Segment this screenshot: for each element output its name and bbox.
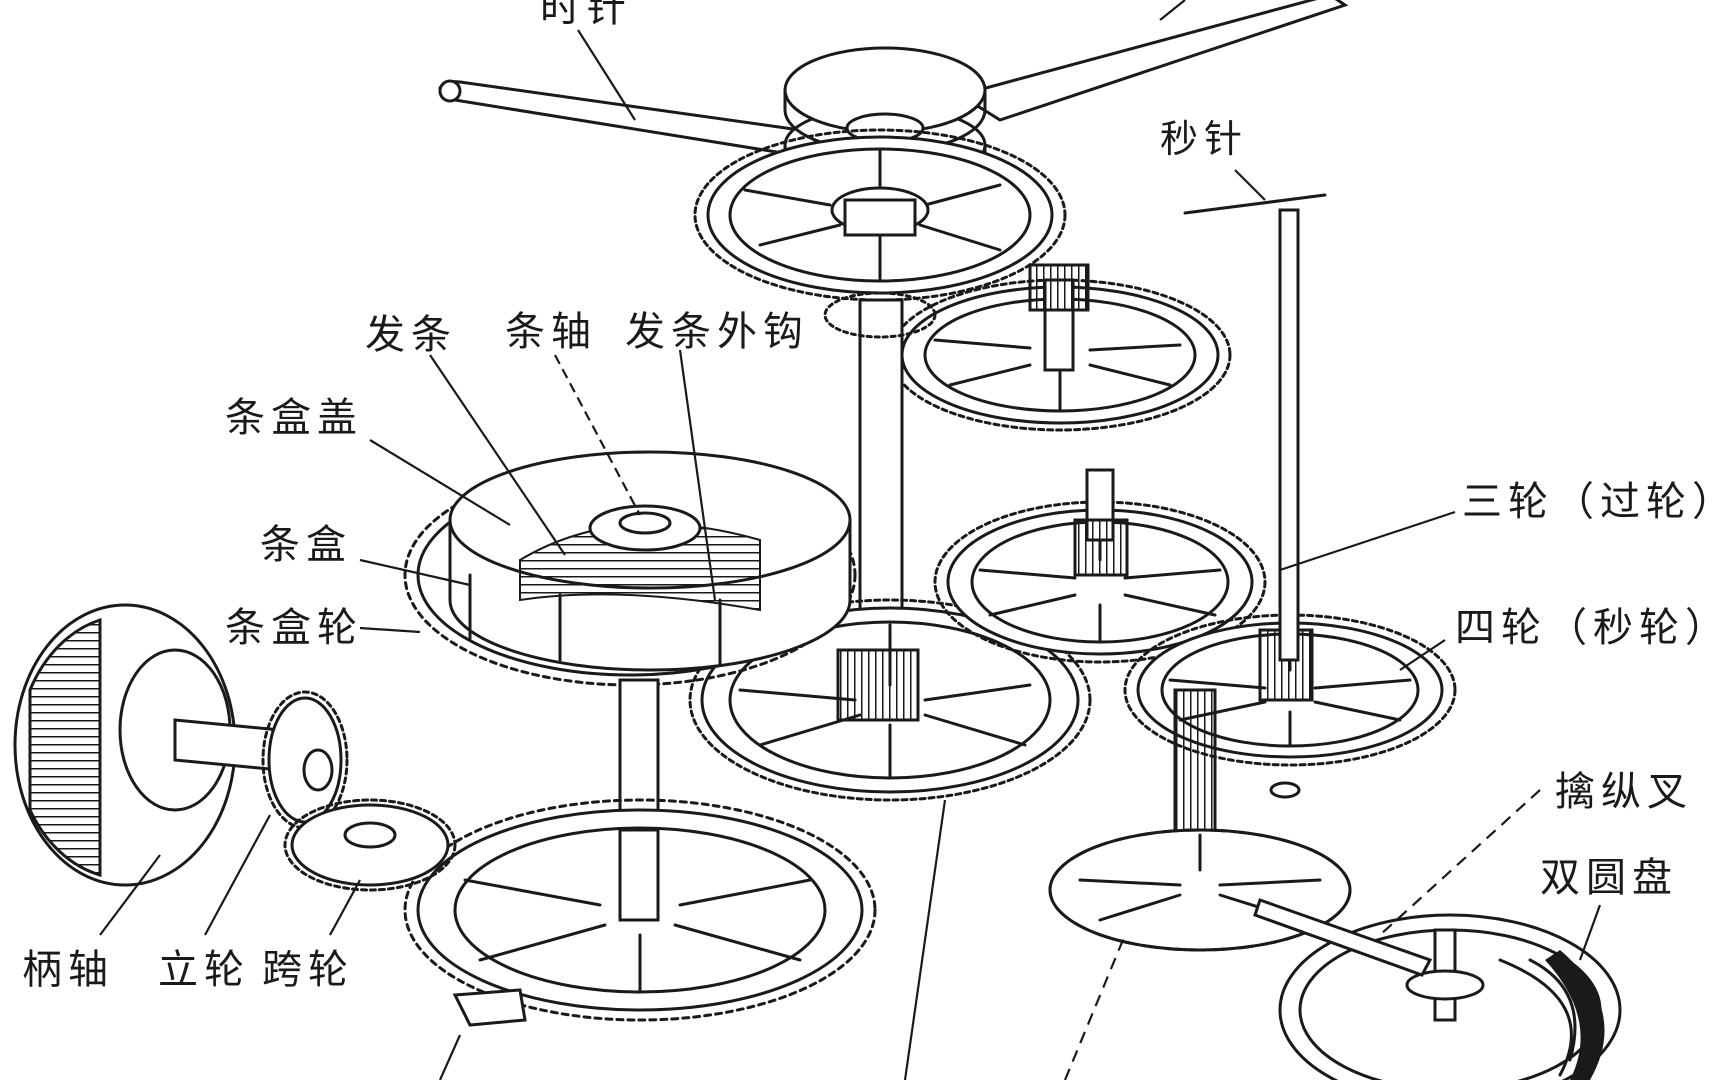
label-pallet-fork: 擒纵叉 bbox=[1555, 769, 1693, 815]
label-winding-stem: 柄轴 bbox=[22, 947, 114, 993]
label-fourth-wheel: 四轮（秒轮） bbox=[1455, 605, 1728, 651]
label-mainspring-outer-hook: 发条外钩 bbox=[625, 309, 809, 355]
seconds-arbor bbox=[1183, 193, 1327, 662]
intermediate-wheel bbox=[283, 798, 457, 892]
minute-wheel bbox=[888, 263, 1232, 432]
label-barrel-cover: 条盒盖 bbox=[225, 395, 363, 441]
pallet-fork bbox=[1253, 898, 1433, 977]
label-barrel: 条盒 bbox=[260, 522, 352, 568]
center-arbor bbox=[823, 291, 937, 652]
center-wheel bbox=[688, 598, 1092, 802]
label-third-wheel: 三轮（过轮） bbox=[1462, 479, 1728, 525]
minute-hand bbox=[956, 0, 1349, 122]
leader-lines bbox=[99, 0, 1602, 1080]
label-hour-hand: 时针 bbox=[540, 0, 632, 31]
label-intermediate-wheel: 跨轮 bbox=[262, 947, 354, 993]
ratchet-wheel bbox=[403, 798, 877, 1027]
hour-hand bbox=[438, 79, 802, 157]
label-barrel-wheel: 条盒轮 bbox=[225, 605, 363, 651]
label-barrel-arbor: 条轴 bbox=[505, 309, 597, 355]
balance-wheel bbox=[1278, 913, 1622, 1080]
crown bbox=[13, 603, 237, 887]
crown-wheel bbox=[261, 690, 349, 830]
hour-wheel bbox=[693, 128, 1067, 302]
mainspring bbox=[519, 504, 761, 612]
label-mainspring: 发条 bbox=[365, 312, 457, 358]
label-second-hand: 秒针 bbox=[1160, 117, 1249, 161]
label-double-roller: 双圆盘 bbox=[1540, 855, 1678, 901]
third-wheel bbox=[933, 468, 1267, 664]
label-crown-wheel: 立轮 bbox=[158, 947, 250, 993]
